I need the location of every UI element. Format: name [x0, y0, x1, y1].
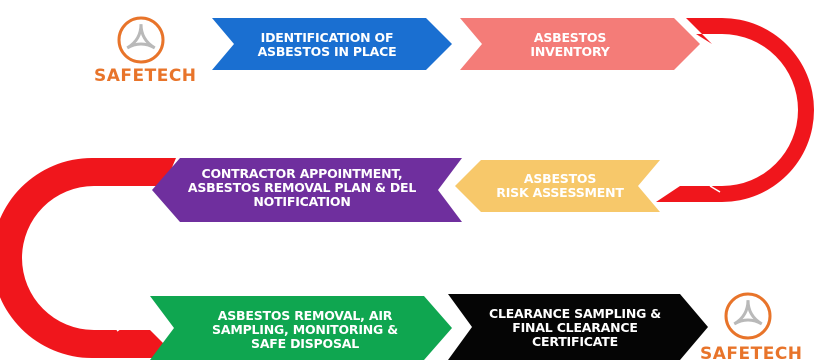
step-3-line-1: ASBESTOS — [523, 171, 597, 186]
step-2-line-2: INVENTORY — [530, 44, 610, 59]
step-1-arrow — [212, 18, 452, 70]
step-5-line-2: SAMPLING, MONITORING & — [212, 322, 398, 337]
step-6-line-1: CLEARANCE SAMPLING & — [488, 306, 662, 321]
step-6-label: CLEARANCE SAMPLING & FINAL CLEARANCE CER… — [460, 298, 690, 358]
step-6-line-3: CERTIFICATE — [532, 334, 618, 349]
step-6-arrow — [448, 294, 708, 360]
step-1-line-1: IDENTIFICATION OF — [260, 30, 394, 45]
step-4-line-2: ASBESTOS REMOVAL PLAN & DEL — [187, 180, 417, 195]
step-4-label: CONTRACTOR APPOINTMENT, ASBESTOS REMOVAL… — [162, 158, 442, 218]
logo-triquetra — [126, 24, 156, 50]
step-2-arrow — [460, 18, 700, 70]
logo-outer-ring — [724, 292, 772, 340]
step-4-line-1: CONTRACTOR APPOINTMENT, — [201, 166, 403, 181]
step-5-line-3: SAFE DISPOSAL — [251, 336, 359, 351]
left-u-turn-connector — [0, 158, 178, 358]
step-4-arrow — [152, 158, 462, 222]
step-5-arrow — [150, 296, 452, 360]
safetech-logo-bottom — [724, 292, 772, 340]
step-3-line-2: RISK ASSESSMENT — [496, 185, 624, 200]
logo-outer-ring — [117, 16, 165, 64]
turn-arrow-indicator-left — [58, 209, 127, 332]
step-3-arrow — [455, 160, 660, 212]
turn-arrow-indicator-right — [709, 117, 762, 193]
step-5-line-1: ASBESTOS REMOVAL, AIR — [217, 308, 393, 323]
step-1-label: IDENTIFICATION OF ASBESTOS IN PLACE — [222, 22, 432, 68]
step-2-line-1: ASBESTOS — [533, 30, 607, 45]
step-2-label: ASBESTOS INVENTORY — [470, 22, 670, 68]
step-5-label: ASBESTOS REMOVAL, AIR SAMPLING, MONITORI… — [180, 300, 430, 360]
step-4-line-3: NOTIFICATION — [253, 194, 351, 209]
brand-name-top: SAFETECH — [94, 66, 197, 86]
step-3-label: ASBESTOS RISK ASSESSMENT — [470, 163, 650, 209]
brand-name-bottom: SAFETECH — [700, 344, 803, 364]
step-6-line-2: FINAL CLEARANCE — [512, 320, 638, 335]
logo-triquetra — [733, 300, 763, 326]
step-1-line-2: ASBESTOS IN PLACE — [257, 44, 397, 59]
safetech-logo-top — [117, 16, 165, 64]
